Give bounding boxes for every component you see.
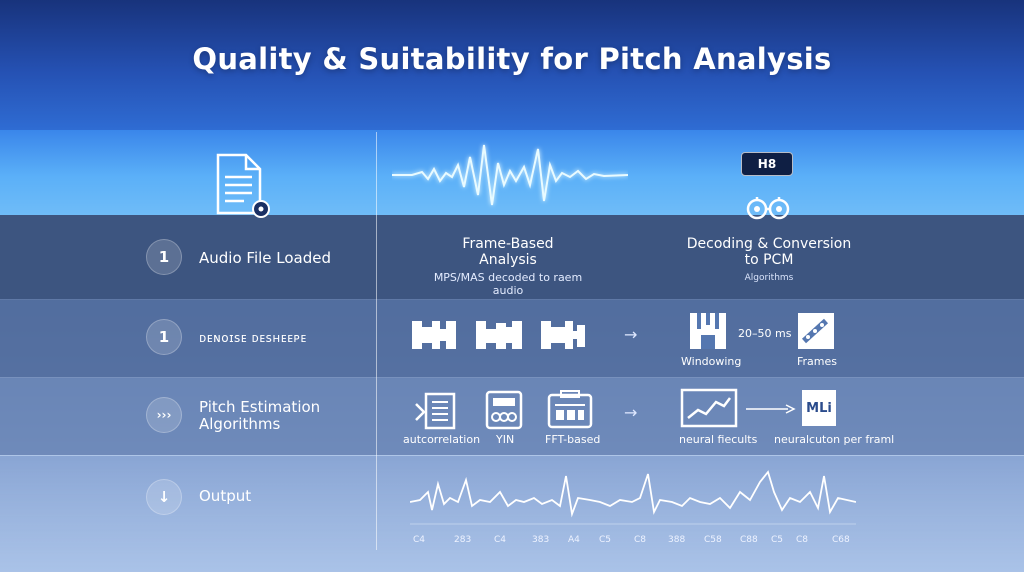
x-tick: C8 <box>634 535 647 545</box>
fft-icon <box>547 390 593 429</box>
output-pitch-waveform <box>410 470 856 525</box>
arrow-row3: → <box>624 403 638 422</box>
frame-based-caption: MPS/MAS decoded to raem audio <box>433 271 583 297</box>
yin-label: YIN <box>496 433 515 446</box>
document-icon <box>216 153 270 218</box>
decoding-caption: Algorithms <box>744 273 794 283</box>
step-label-denoise: ᴅᴇɴᴏɪꜱᴇ ᴅᴇꜱʜᴇᴇᴘᴇ <box>199 331 307 345</box>
x-tick: 383 <box>532 535 550 545</box>
ml-badge: MLi <box>802 390 836 426</box>
x-tick: A4 <box>568 535 580 545</box>
autocorrelation-label: autcorrelation <box>403 433 481 446</box>
frames-label: Frames <box>797 355 838 368</box>
frame-based-heading: Frame-Based Analysis <box>432 236 584 268</box>
step-badge-2: 1 <box>146 319 182 355</box>
step-badge-3: ››› <box>146 397 182 433</box>
neural-per-frame-label: neuralcuton per framl <box>774 433 895 446</box>
autocorrelation-icon <box>415 392 456 430</box>
arrow-row2: → <box>624 325 638 344</box>
windowing-icon <box>690 313 726 349</box>
step-label-pitch-estimation: Pitch Estimation Algorithms <box>199 399 320 433</box>
yin-icon <box>485 390 523 430</box>
frame-based-line-1: Frame-Based <box>462 236 554 252</box>
header-band <box>0 0 1024 130</box>
frames-film-icon <box>798 313 834 349</box>
page-title: Quality & Suitability for Pitch Analysis <box>192 42 832 76</box>
neural-features-chart-icon <box>680 388 738 428</box>
step-badge-1: 1 <box>146 239 182 275</box>
step-badge-4: ↓ <box>146 479 182 515</box>
window-range-label: 20–50 ms <box>738 327 792 340</box>
header-badge: H8 <box>741 152 793 176</box>
step-label-audio-file-loaded: Audio File Loaded <box>199 249 332 267</box>
decoding-heading: Decoding & Conversion to PCM <box>676 236 862 268</box>
x-tick: C88 <box>740 535 758 545</box>
neural-features-label: neural fiecults <box>679 433 758 446</box>
x-tick: C5 <box>599 535 612 545</box>
windowing-label: Windowing <box>681 355 742 368</box>
x-tick: 283 <box>454 535 472 545</box>
fft-label: FFT-based <box>545 433 601 446</box>
x-tick: C58 <box>704 535 722 545</box>
pitch-estimation-line-1: Pitch Estimation <box>199 398 321 416</box>
gears-icon <box>746 197 790 220</box>
column-divider <box>376 132 377 550</box>
decoding-line-1: Decoding & Conversion <box>686 236 852 252</box>
frame-block-icon-3 <box>541 321 585 349</box>
waveform-glow-icon <box>392 144 628 206</box>
frame-based-line-2: Analysis <box>479 252 537 268</box>
pitch-estimation-line-2: Algorithms <box>199 415 281 433</box>
long-arrow-icon <box>746 404 796 414</box>
frame-block-icon-2 <box>476 321 522 349</box>
frame-block-icon-1 <box>412 321 456 349</box>
x-tick: 388 <box>668 535 686 545</box>
x-tick: C68 <box>832 535 850 545</box>
x-tick: C5 <box>771 535 784 545</box>
x-tick: C4 <box>413 535 426 545</box>
decoding-line-2: to PCM <box>744 252 794 268</box>
step-label-output: Output <box>199 487 252 505</box>
x-tick: C8 <box>796 535 809 545</box>
x-tick: C4 <box>494 535 507 545</box>
